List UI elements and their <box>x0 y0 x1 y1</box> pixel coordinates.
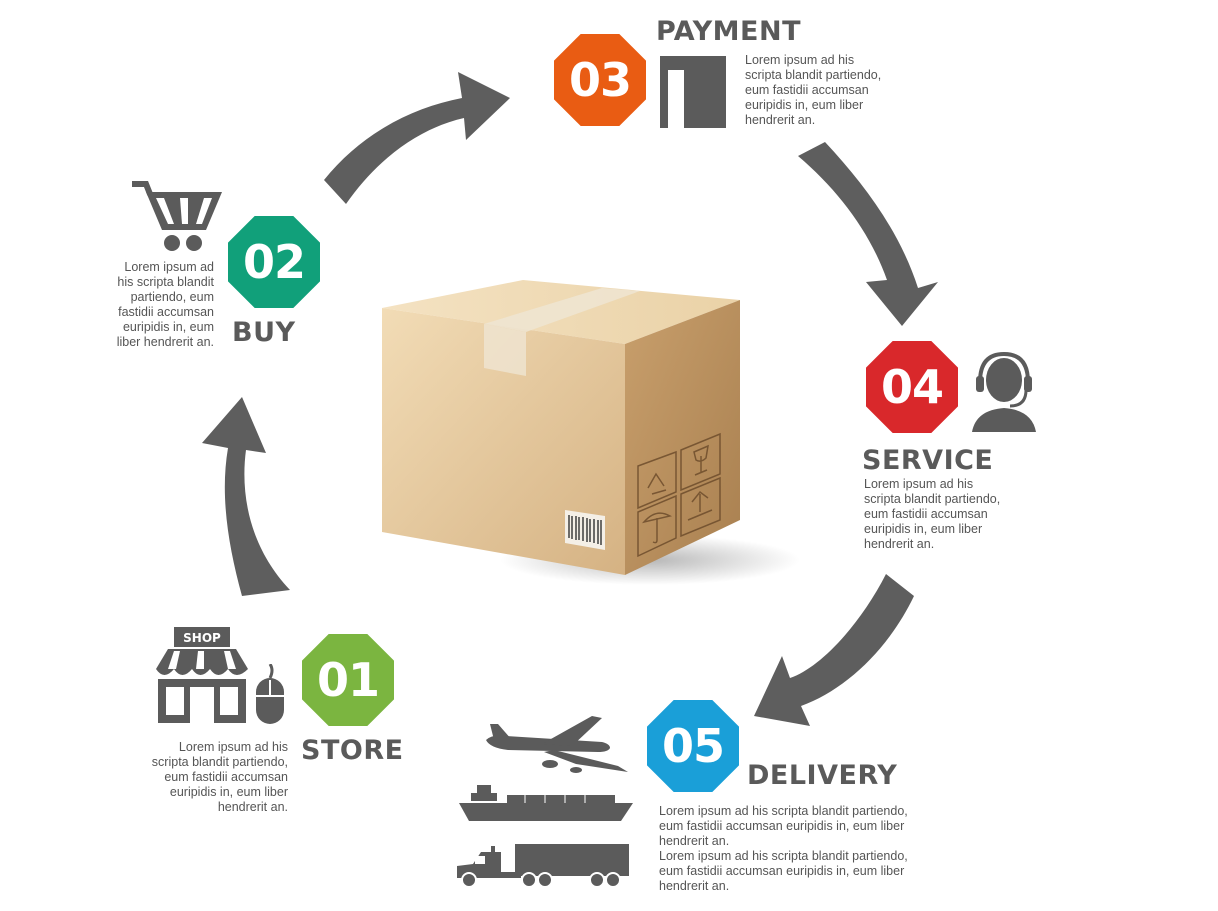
cargo-ship-icon <box>459 783 635 823</box>
step-04-description: Lorem ipsum ad his scripta blandit parti… <box>864 477 1004 552</box>
step-02-title: BUY <box>232 317 296 348</box>
step-01-title: STORE <box>301 735 404 766</box>
step-01-description: Lorem ipsum ad his scripta blandit parti… <box>150 740 288 815</box>
step-02-description: Lorem ipsum ad his scripta blandit parti… <box>108 260 214 350</box>
card-payment-icon <box>660 56 726 130</box>
step-05-title: DELIVERY <box>747 760 897 791</box>
step-05-badge: 05 <box>647 700 739 792</box>
box-right-side <box>625 300 740 575</box>
barcode-icon <box>565 510 605 550</box>
step-05-description-2: Lorem ipsum ad his scripta blandit parti… <box>659 849 909 894</box>
step-05-description: Lorem ipsum ad his scripta blandit parti… <box>659 804 909 849</box>
step-04-number: 04 <box>866 341 958 433</box>
truck-icon <box>457 842 631 890</box>
mouse-icon <box>254 664 286 726</box>
shop-sign-text: SHOP <box>183 631 221 645</box>
step-03-title: PAYMENT <box>656 16 801 47</box>
support-headset-icon <box>966 352 1042 434</box>
airplane-icon <box>484 714 630 774</box>
shop-icon: SHOP <box>152 627 252 725</box>
step-02-badge: 02 <box>228 216 320 308</box>
step-03-number: 03 <box>554 34 646 126</box>
step-02-number: 02 <box>228 216 320 308</box>
step-01-badge: 01 <box>302 634 394 726</box>
step-04-title: SERVICE <box>862 445 993 476</box>
shopping-cart-icon <box>132 180 224 252</box>
step-03-description: Lorem ipsum ad his scripta blandit parti… <box>745 53 890 128</box>
step-01-number: 01 <box>302 634 394 726</box>
step-03-badge: 03 <box>554 34 646 126</box>
step-04-badge: 04 <box>866 341 958 433</box>
step-05-number: 05 <box>647 700 739 792</box>
